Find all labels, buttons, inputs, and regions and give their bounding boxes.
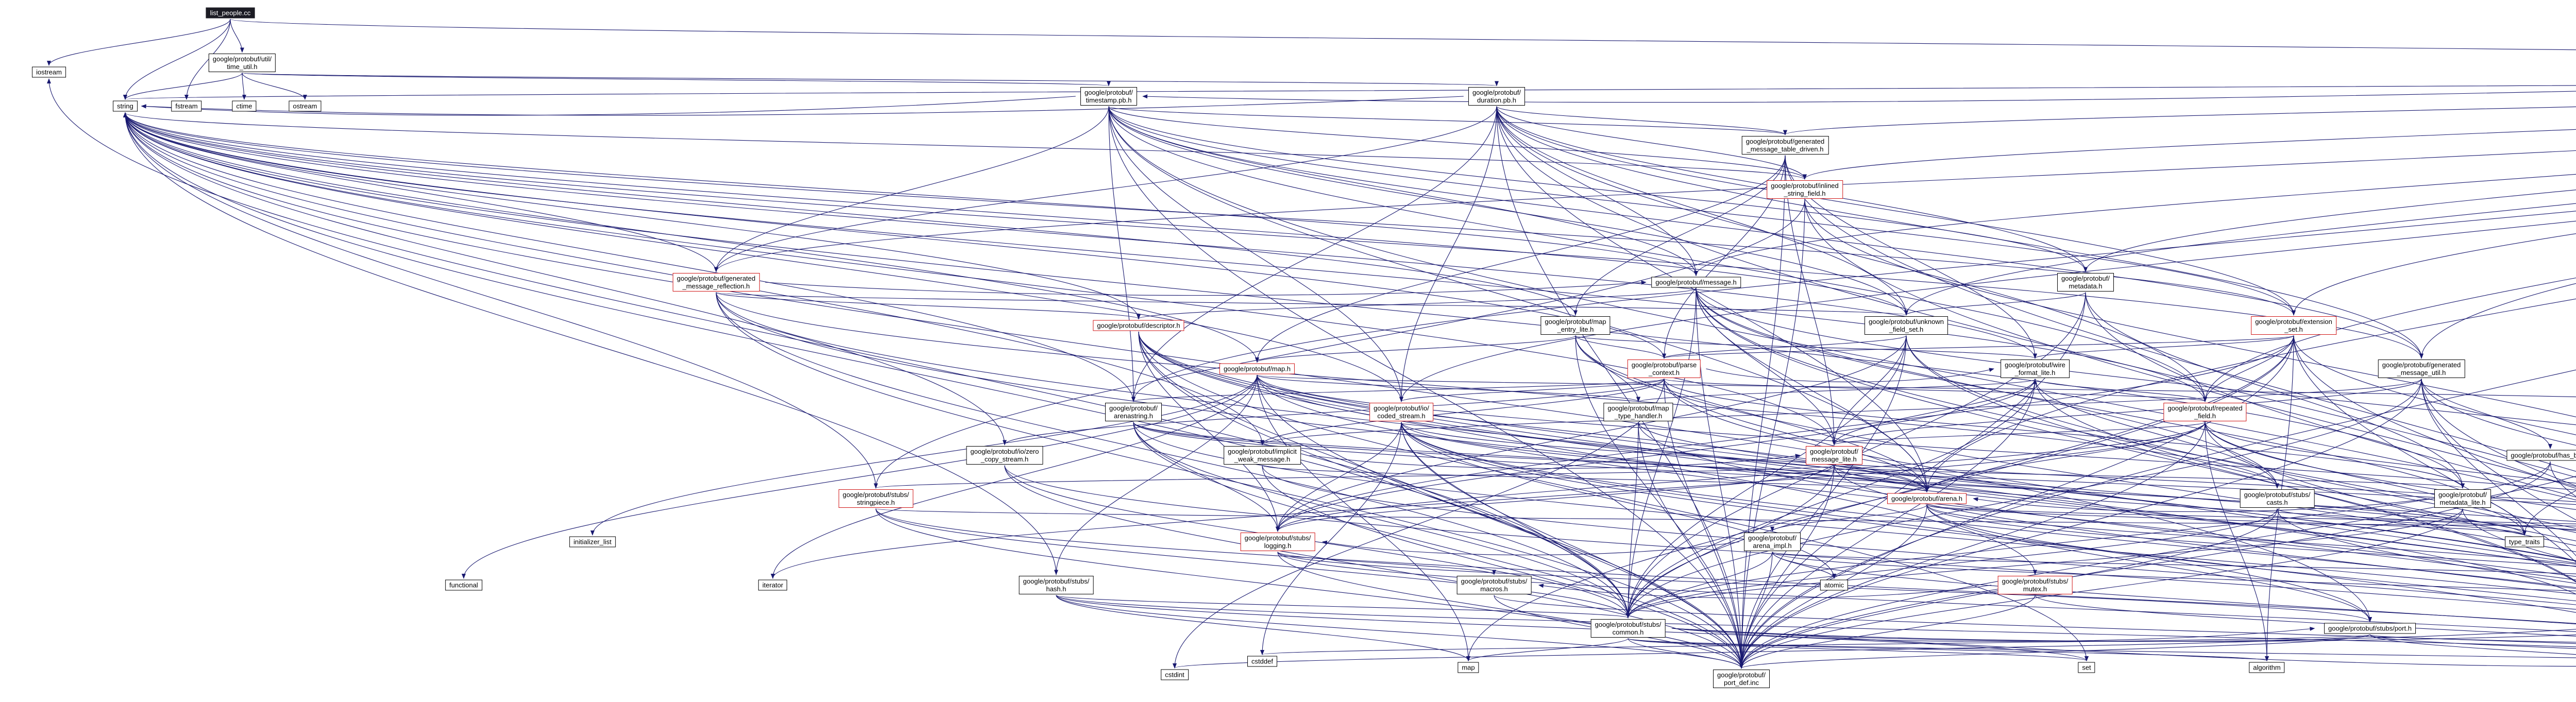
node-ostream: ostream bbox=[289, 100, 321, 112]
node-ts[interactable]: google/protobuf/ timestamp.pb.h bbox=[1080, 87, 1137, 106]
node-macros[interactable]: google/protobuf/stubs/ macros.h bbox=[1456, 576, 1532, 594]
node-mapentry[interactable]: google/protobuf/map _entry_lite.h bbox=[1540, 316, 1611, 335]
node-lp: list_people.cc bbox=[206, 7, 255, 19]
node-common[interactable]: google/protobuf/stubs/ common.h bbox=[1590, 619, 1666, 638]
node-functional: functional bbox=[445, 579, 482, 591]
node-initlist: initializer_list bbox=[569, 536, 616, 547]
node-algorithm: algorithm bbox=[2249, 662, 2285, 673]
node-timeutil[interactable]: google/protobuf/util/ time_util.h bbox=[208, 54, 276, 72]
node-sp[interactable]: google/protobuf/stubs/ stringpiece.h bbox=[838, 489, 913, 508]
node-port[interactable]: google/protobuf/stubs/port.h bbox=[2324, 623, 2416, 634]
node-map[interactable]: google/protobuf/map.h bbox=[1219, 363, 1295, 374]
node-mlite[interactable]: google/protobuf/ message_lite.h bbox=[1806, 446, 1862, 465]
node-gmr[interactable]: google/protobuf/generated _message_refle… bbox=[672, 273, 760, 292]
node-pc[interactable]: google/protobuf/parse _context.h bbox=[1627, 359, 1701, 378]
node-ctime: ctime bbox=[232, 100, 257, 112]
node-iterator: iterator bbox=[758, 579, 788, 591]
node-fstream: fstream bbox=[171, 100, 202, 112]
node-stdset: set bbox=[2078, 662, 2095, 673]
node-coded[interactable]: google/protobuf/io/ coded_stream.h bbox=[1369, 403, 1433, 421]
node-cstdint: cstdint bbox=[1161, 669, 1189, 680]
node-hasbits[interactable]: google/protobuf/has_bits.h bbox=[2506, 450, 2576, 461]
node-iostream: iostream bbox=[32, 66, 66, 78]
node-mth[interactable]: google/protobuf/map _type_handler.h bbox=[1603, 403, 1673, 421]
node-typetraits: type_traits bbox=[2505, 536, 2544, 547]
node-du[interactable]: google/protobuf/ duration.pb.h bbox=[1468, 87, 1525, 106]
node-ufs[interactable]: google/protobuf/unknown _field_set.h bbox=[1864, 316, 1948, 335]
node-logging[interactable]: google/protobuf/stubs/ logging.h bbox=[1240, 533, 1315, 551]
node-stdmap: map bbox=[1458, 662, 1479, 673]
node-isf[interactable]: google/protobuf/inlined _string_field.h bbox=[1767, 180, 1843, 199]
node-wfl[interactable]: google/protobuf/wire _format_lite.h bbox=[2001, 359, 2070, 378]
node-portdef[interactable]: google/protobuf/ port_def.inc bbox=[1713, 670, 1770, 688]
node-mutex[interactable]: google/protobuf/stubs/ mutex.h bbox=[1997, 576, 2073, 594]
node-cstddef: cstddef bbox=[1247, 656, 1277, 667]
node-atomic: atomic bbox=[1820, 579, 1849, 591]
node-hash[interactable]: google/protobuf/stubs/ hash.h bbox=[1019, 576, 1094, 594]
node-desc[interactable]: google/protobuf/descriptor.h bbox=[1093, 320, 1184, 331]
node-casts[interactable]: google/protobuf/stubs/ casts.h bbox=[2240, 489, 2315, 508]
node-msg[interactable]: google/protobuf/message.h bbox=[1651, 277, 1741, 288]
node-repeated[interactable]: google/protobuf/repeated _field.h bbox=[2163, 403, 2247, 421]
node-str: string bbox=[113, 100, 138, 112]
node-iwm[interactable]: google/protobuf/implicit _weak_message.h bbox=[1224, 446, 1301, 465]
node-arenaimpl[interactable]: google/protobuf/ arena_impl.h bbox=[1744, 533, 1801, 551]
node-gmu[interactable]: google/protobuf/generated _message_util.… bbox=[2378, 359, 2465, 378]
node-arenastr[interactable]: google/protobuf/ arenastring.h bbox=[1105, 403, 1162, 421]
node-ext[interactable]: google/protobuf/extension _set.h bbox=[2251, 316, 2336, 335]
node-meta[interactable]: google/protobuf/ metadata.h bbox=[2057, 273, 2114, 292]
node-zcs[interactable]: google/protobuf/io/zero _copy_stream.h bbox=[966, 446, 1043, 465]
node-gmtd[interactable]: google/protobuf/generated _message_table… bbox=[1741, 136, 1829, 155]
node-metalite[interactable]: google/protobuf/ metadata_lite.h bbox=[2434, 489, 2491, 508]
node-arena[interactable]: google/protobuf/arena.h bbox=[1887, 493, 1967, 504]
include-edges bbox=[47, 19, 2576, 669]
